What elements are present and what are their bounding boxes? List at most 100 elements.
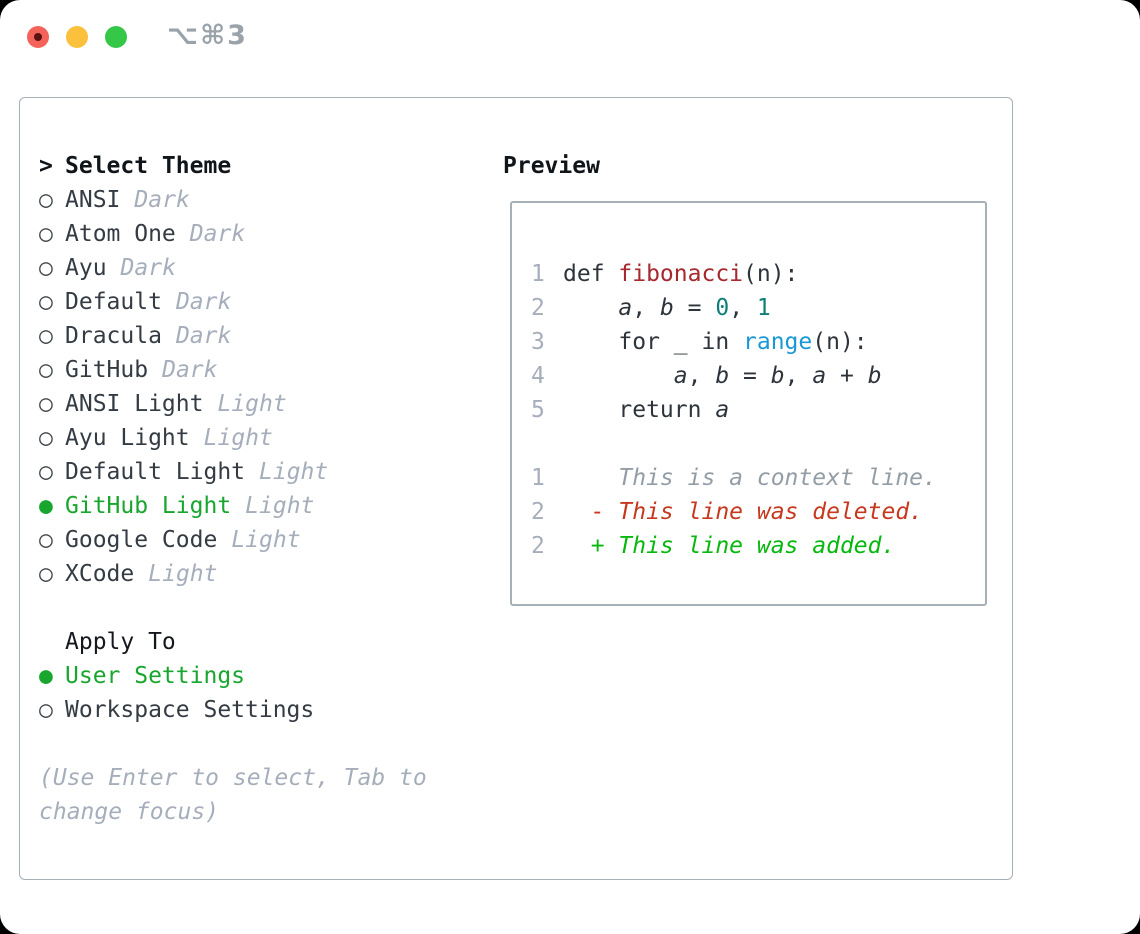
theme-name: Ayu	[65, 255, 107, 281]
token-plain: +	[826, 363, 868, 389]
radio-icon: ○	[39, 459, 53, 485]
line-number: 4	[531, 363, 545, 389]
line-number: 2	[531, 295, 545, 321]
apply-option-name: User Settings	[65, 663, 246, 689]
keyboard-hint: (Use Enter to select, Tab to change focu…	[39, 765, 427, 825]
select-theme-title: Select Theme	[65, 153, 232, 179]
theme-name: GitHub Light	[65, 493, 232, 519]
minimize-button[interactable]	[66, 26, 88, 48]
spacer	[531, 427, 985, 461]
line-number: 5	[531, 397, 545, 423]
token-plain: ,	[729, 295, 757, 321]
select-theme-header: > Select Theme	[39, 149, 459, 183]
apply-to-header: Apply To	[39, 625, 459, 659]
selected-radio-icon: ●	[39, 663, 53, 689]
token-num: 1	[756, 295, 771, 321]
preview-title: Preview	[503, 153, 600, 179]
theme-variant-tag: Light	[203, 425, 273, 451]
theme-variant-tag: Dark	[134, 187, 190, 213]
window-title: ⌥⌘3	[167, 20, 248, 51]
theme-name: Google Code	[65, 527, 218, 553]
diff-line-added: 2 + This line was added.	[531, 529, 985, 563]
token-plain: =	[729, 363, 771, 389]
line-number: 1	[531, 465, 545, 491]
diff-preview: 1 This is a context line.2 - This line w…	[531, 461, 985, 563]
theme-name: Dracula	[65, 323, 162, 349]
token-plain: return	[563, 397, 716, 423]
theme-option[interactable]: ○ GitHub Dark	[39, 353, 459, 387]
code-line: 3 for _ in range(n):	[531, 325, 985, 359]
theme-variant-tag: Light	[231, 527, 301, 553]
apply-option[interactable]: ● User Settings	[39, 659, 459, 693]
line-number: 2	[531, 499, 545, 525]
token-var: b	[659, 295, 674, 321]
radio-icon: ○	[39, 561, 53, 587]
theme-name: GitHub	[65, 357, 149, 383]
token-plain: def	[563, 261, 619, 287]
code-content: def fibonacci(n):	[563, 261, 798, 287]
radio-icon: ○	[39, 323, 53, 349]
theme-variant-tag: Dark	[162, 357, 218, 383]
token-plain	[563, 363, 674, 389]
token-var: a	[673, 363, 688, 389]
token-var: b	[770, 363, 785, 389]
code-line: 2 a, b = 0, 1	[531, 291, 985, 325]
radio-icon: ○	[39, 391, 53, 417]
theme-variant-tag: Dark	[175, 289, 232, 315]
line-number: 1	[531, 261, 545, 287]
token-plain: ,	[687, 363, 716, 389]
theme-name: Default Light	[65, 459, 246, 485]
diff-text: This is a context line.	[563, 465, 937, 491]
token-plain: ,	[632, 295, 660, 321]
theme-name: Default	[65, 289, 162, 315]
apply-option[interactable]: ○Workspace Settings	[39, 693, 459, 727]
code-line: 4 a, b = b, a + b	[531, 359, 985, 393]
radio-icon: ○	[39, 527, 53, 553]
line-number: 3	[531, 329, 545, 355]
titlebar: ⌥⌘3	[0, 0, 1140, 74]
token-num: 0	[715, 295, 730, 321]
theme-variant-tag: Light	[217, 391, 287, 417]
code-line: 1 def fibonacci(n):	[531, 257, 985, 291]
theme-option[interactable]: ○ Google Code Light	[39, 523, 459, 557]
theme-name: Atom One	[65, 221, 176, 247]
zoom-button[interactable]	[105, 26, 127, 48]
radio-icon: ○	[39, 357, 53, 383]
radio-icon: ○	[39, 697, 53, 723]
apply-to-option-list: ● User Settings ○Workspace Settings	[39, 659, 459, 727]
token-bi: range	[743, 329, 813, 355]
code-content: return a	[563, 397, 729, 423]
selected-radio-icon: ●	[39, 493, 53, 519]
code-content: for _ in range(n):	[563, 329, 868, 355]
theme-name: Ayu Light	[65, 425, 190, 451]
theme-option[interactable]: ● GitHub Light Light	[39, 489, 459, 523]
spacer	[39, 727, 459, 761]
code-line: 5 return a	[531, 393, 985, 427]
theme-name: XCode	[65, 561, 135, 587]
diff-line-deleted: 2 - This line was deleted.	[531, 495, 985, 529]
token-plain	[563, 295, 618, 321]
token-plain: (n):	[812, 329, 868, 355]
theme-variant-tag: Dark	[120, 255, 176, 281]
radio-icon: ○	[39, 221, 53, 247]
theme-variant-tag: Light	[245, 493, 315, 519]
spacer	[39, 591, 459, 625]
diff-text: - This line was deleted.	[563, 499, 924, 525]
diff-line-context: 1 This is a context line.	[531, 461, 985, 495]
apply-to-title: Apply To	[65, 629, 176, 655]
prompt-caret-icon: >	[39, 153, 53, 179]
close-button[interactable]	[27, 26, 49, 48]
